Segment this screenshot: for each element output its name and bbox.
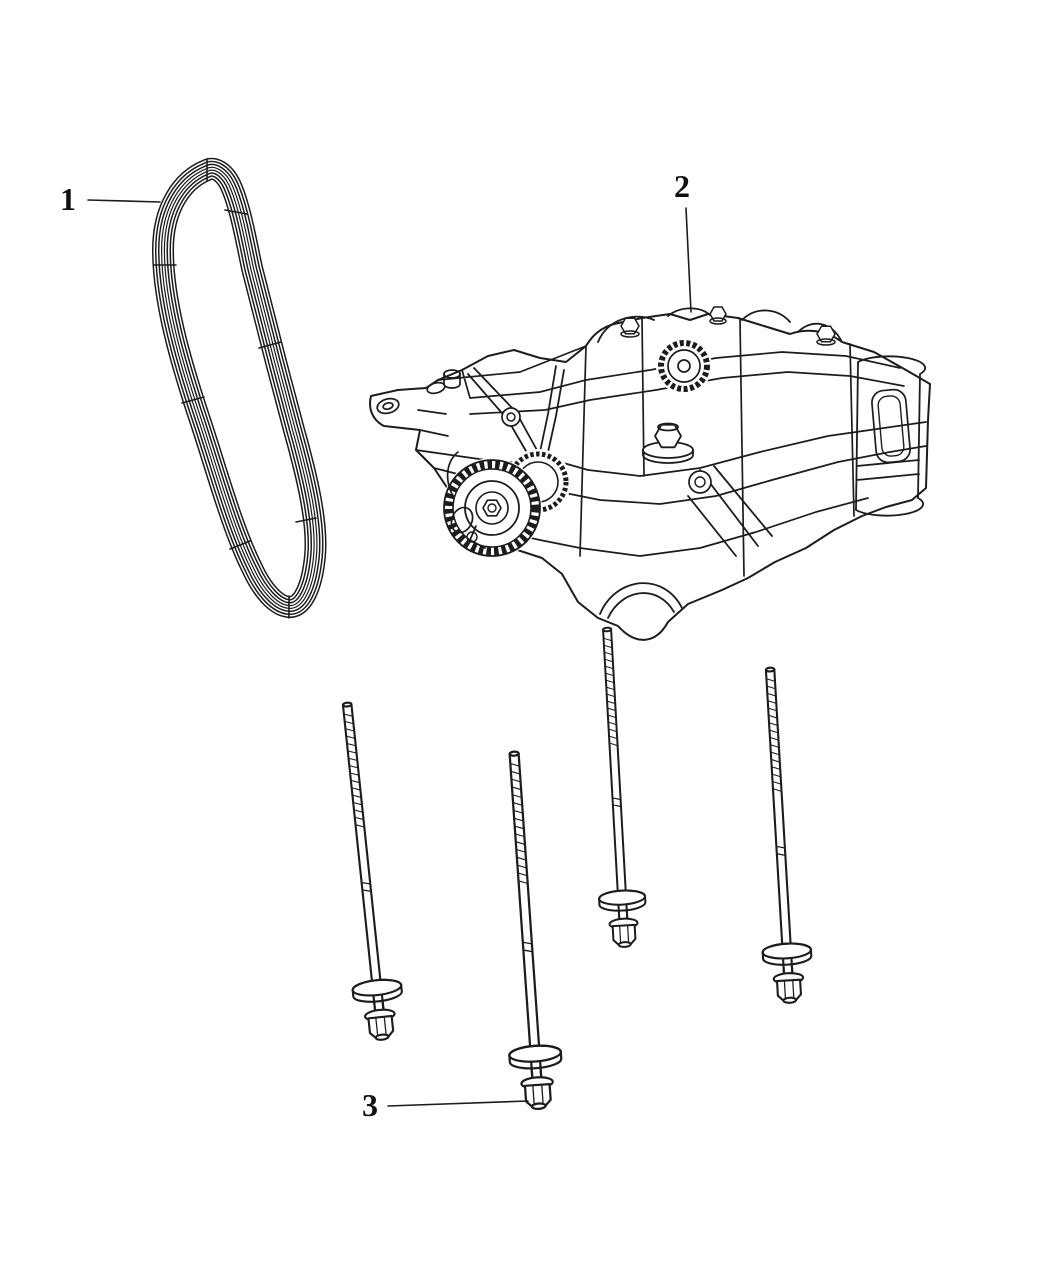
module-pump-snout — [446, 451, 486, 549]
balance-shaft-module-drawing — [369, 306, 931, 641]
mounting-bolts-drawing — [321, 625, 816, 1112]
module-top-bolt-heads — [620, 306, 836, 346]
callout-3-leader — [387, 1100, 529, 1107]
bolt-4-drawing — [744, 665, 816, 1006]
belt-drawing — [152, 157, 327, 619]
module-drive-gear — [442, 458, 542, 558]
bolt-2-drawing — [487, 748, 566, 1112]
module-bottom-arch — [599, 465, 773, 619]
gear-center-hex — [482, 499, 502, 517]
module-rear-sprocket — [656, 338, 712, 394]
bolt-3-drawing — [583, 625, 649, 950]
callout-1-label: 1 — [60, 181, 76, 217]
callout-3-label: 3 — [362, 1087, 378, 1123]
callout-2-leader — [685, 207, 692, 313]
callout-2-label: 2 — [674, 168, 690, 204]
module-top-caps — [597, 307, 843, 343]
callout-leader-lines — [87, 199, 692, 1107]
module-mounting-lug — [376, 369, 461, 437]
module-section-lines — [579, 317, 855, 577]
module-tensioner-pivot — [501, 407, 521, 427]
callout-1-leader — [87, 199, 161, 203]
bolt-1-drawing — [321, 699, 408, 1044]
module-center-bolt — [642, 422, 694, 464]
module-right-cylinder — [855, 355, 927, 517]
belt-segment-marks — [153, 158, 317, 619]
